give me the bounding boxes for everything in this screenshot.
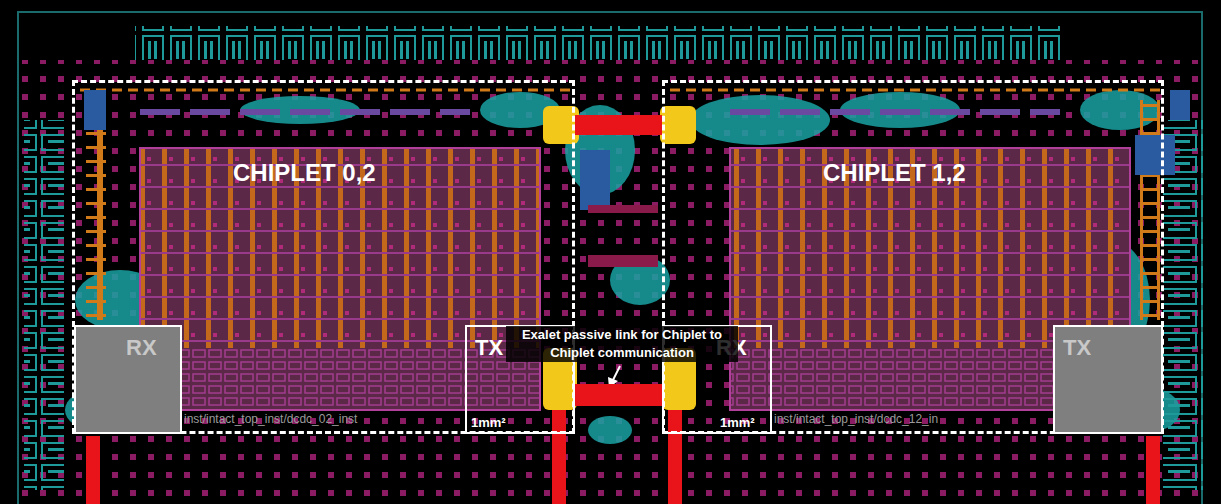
instance-name: inst/intact_top_inst/dcdc_12_in xyxy=(774,410,938,428)
tx-block: TX xyxy=(1053,325,1163,434)
block-label: RX xyxy=(126,335,157,361)
block-label: TX xyxy=(1063,335,1091,361)
area-label: 1mm² xyxy=(471,415,506,430)
rx-block: RX xyxy=(74,325,182,434)
chiplet-name: CHIPLET 0,2 xyxy=(233,159,376,187)
passive-link xyxy=(575,384,662,406)
chiplet-region: CHIPLET 1,2RX1mm²TX xyxy=(662,80,1164,434)
passive-link xyxy=(575,115,662,135)
block-label: TX xyxy=(475,335,503,361)
area-label: 1mm² xyxy=(720,415,755,430)
callout-note: Exalet passive link for Chiplet to Chipl… xyxy=(506,326,738,362)
chiplet-name: CHIPLET 1,2 xyxy=(823,159,966,187)
chiplet-region: CHIPLET 0,2RX TX 1mm² xyxy=(72,80,575,434)
instance-name: inst/intact_top_inst/dcdc_02_inst xyxy=(184,410,357,428)
